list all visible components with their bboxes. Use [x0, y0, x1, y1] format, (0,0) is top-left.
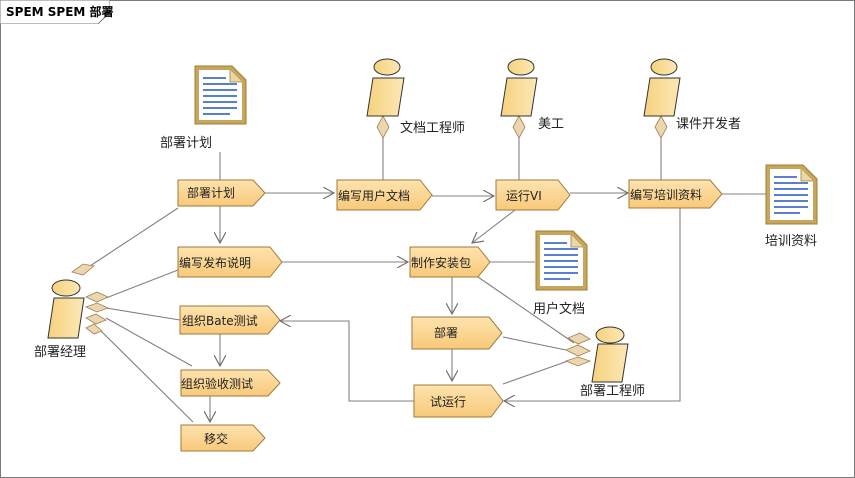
connector-deploy-to-deploy-engineer	[502, 336, 567, 351]
task-label: 组织验收测试	[181, 376, 253, 391]
task-label: 部署计划	[187, 185, 235, 200]
role-icon	[643, 58, 681, 117]
diamond-engineer-deploy	[565, 344, 591, 357]
diamond-manager-acceptance	[85, 313, 107, 325]
task-label: 试运行	[430, 394, 466, 409]
document-icon	[194, 65, 247, 125]
connector-vi-to-package	[472, 209, 516, 243]
role-courseware-developer[interactable]: 课件开发者	[643, 58, 741, 132]
role-deployment-engineer[interactable]: 部署工程师	[580, 326, 645, 399]
task-deployment-plan[interactable]: 部署计划	[177, 179, 266, 207]
task-label: 编写用户文档	[338, 188, 410, 203]
role-icon	[47, 279, 85, 339]
artifact-deployment-plan-doc[interactable]: 部署计划	[160, 65, 247, 151]
diamond-courseware	[654, 115, 668, 139]
connector-manager-to-release	[105, 269, 179, 299]
role-label: 文档工程师	[400, 121, 465, 136]
diamond-manager-beta	[84, 302, 110, 313]
task-write-training-materials[interactable]: 编写培训资料	[628, 179, 723, 209]
role-label: 部署经理	[34, 345, 86, 360]
diamond-docengineer	[376, 115, 390, 139]
diagram-title: SPEM SPEM 部署	[6, 5, 114, 19]
role-icon	[500, 58, 538, 117]
task-handover[interactable]: 移交	[180, 424, 266, 452]
diamond-manager-release	[85, 291, 109, 303]
diamond-manager-plan	[71, 263, 95, 276]
task-make-install-package[interactable]: 制作安装包	[409, 246, 491, 278]
task-write-user-docs[interactable]: 编写用户文档	[336, 179, 433, 211]
role-icon	[591, 326, 629, 383]
connectors	[89, 138, 766, 423]
diamond-engineer-package	[567, 332, 591, 345]
task-label: 组织Bate测试	[182, 313, 258, 328]
connector-manager-to-handover	[99, 329, 194, 423]
diagram-title-tab	[0, 0, 110, 24]
task-write-release-notes[interactable]: 编写发布说明	[177, 246, 283, 278]
connector-manager-to-acceptance	[105, 317, 193, 367]
artifact-user-docs[interactable]: 用户文档	[533, 230, 588, 317]
task-organize-beta-test[interactable]: 组织Bate测试	[179, 305, 281, 335]
role-artist[interactable]: 美工	[500, 58, 564, 132]
artifact-training-materials[interactable]: 培训资料	[765, 164, 818, 249]
task-label: 部署	[434, 325, 458, 340]
diamond-engineer-trial	[564, 356, 592, 367]
task-label: 制作安装包	[411, 255, 471, 270]
connector-trial-to-deploy-engineer	[502, 360, 569, 385]
task-deploy[interactable]: 部署	[411, 316, 503, 350]
role-deployment-manager[interactable]: 部署经理	[34, 279, 86, 360]
task-organize-acceptance-test[interactable]: 组织验收测试	[180, 369, 281, 397]
task-label: 运行VI	[506, 189, 542, 203]
task-run-vi[interactable]: 运行VI	[495, 179, 571, 211]
task-label: 编写发布说明	[179, 255, 251, 270]
artifact-label: 用户文档	[533, 301, 585, 317]
connector-training-to-trial	[504, 208, 681, 401]
role-label: 部署工程师	[580, 384, 645, 399]
document-icon	[535, 230, 588, 291]
connector-manager-to-beta	[105, 307, 181, 321]
connector-manager-to-plan	[89, 207, 179, 267]
task-label: 编写培训资料	[630, 187, 702, 202]
role-doc-engineer[interactable]: 文档工程师	[366, 58, 465, 136]
role-icon	[366, 58, 405, 117]
role-diamonds	[71, 115, 668, 367]
connector-trial-to-beta	[280, 321, 414, 402]
diamond-manager-handover	[85, 323, 103, 335]
connector-package-to-deploy-engineer	[477, 276, 575, 344]
role-label: 美工	[538, 117, 564, 132]
artifact-label: 培训资料	[765, 233, 817, 249]
role-label: 课件开发者	[676, 116, 741, 132]
artifact-label: 部署计划	[160, 136, 212, 151]
document-icon	[765, 164, 818, 225]
diamond-artist	[512, 115, 526, 139]
task-label: 移交	[204, 431, 228, 446]
task-trial-run[interactable]: 试运行	[413, 384, 504, 418]
